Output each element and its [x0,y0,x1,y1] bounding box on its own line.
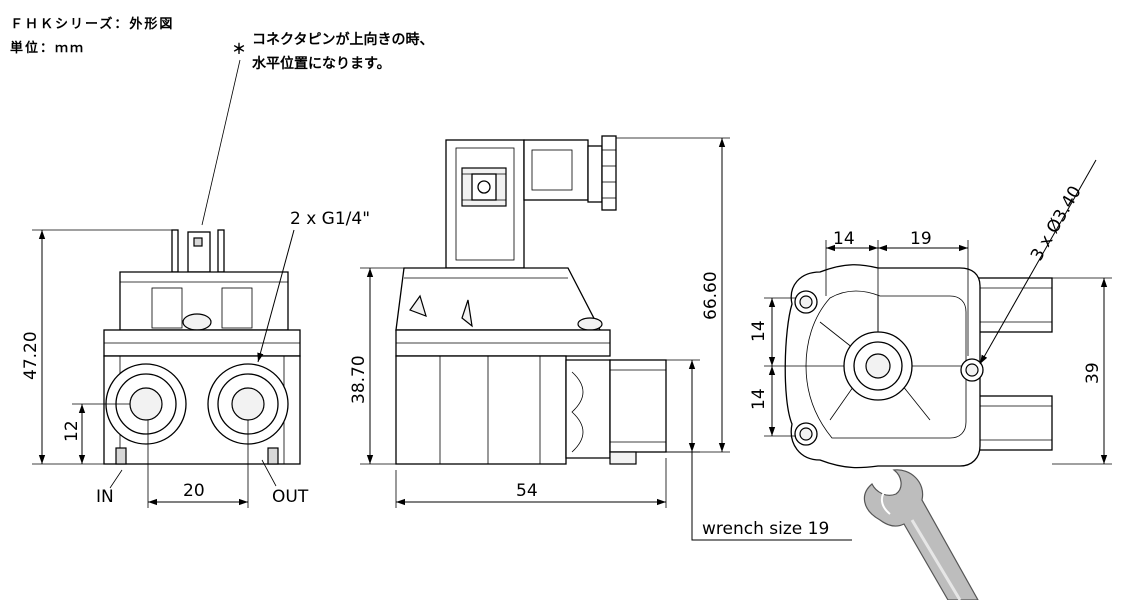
total-height-label: 66.60 [701,271,721,320]
bottom-upper-label: 14 [749,320,769,342]
in-port-label: IN [96,487,114,507]
bottom-left-label: 14 [833,229,855,249]
front-height-label: 47.20 [21,331,41,380]
bottom-right-label: 19 [910,229,932,249]
note-leader [201,59,241,226]
note-line-1: コネクタピンが上向きの時、 [252,31,433,48]
port-height-label: 12 [62,420,82,442]
drawing-title: ＦＨＫシリーズ：外形図 [10,16,174,32]
out-port-label: OUT [272,487,309,507]
wrench-icon [863,469,979,600]
length-label: 54 [516,481,538,501]
note-asterisk: ＊ [232,42,246,58]
side-view [395,135,667,465]
front-view [103,229,301,465]
thread-label: 2 x G1/4" [290,209,370,229]
bottom-height-label: 39 [1083,362,1103,384]
bottom-lower-label: 14 [749,388,769,410]
port-pitch-label: 20 [183,481,205,501]
unit-label: 単位：ｍｍ [10,40,85,56]
bottom-view [784,264,1053,469]
thread-leader [257,229,295,363]
wrench-leader [691,452,852,541]
note-line-2: 水平位置になります。 [252,55,391,72]
hole-label: 3 x Ø3.40 [1027,183,1086,265]
body-height-label: 38.70 [349,355,369,404]
wrench-size-label: wrench size 19 [702,519,829,539]
hole-leader [979,159,1097,365]
